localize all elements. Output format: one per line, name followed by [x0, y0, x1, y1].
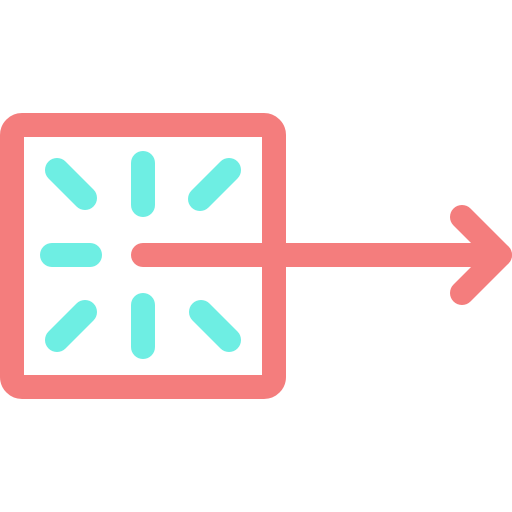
burst-ray-top-left [45, 158, 97, 210]
arrow-head [450, 205, 512, 305]
burst-ray-bottom-right [189, 300, 241, 352]
burst-ray-top-right [188, 158, 241, 211]
burst-ray-bottom-left [45, 300, 97, 352]
